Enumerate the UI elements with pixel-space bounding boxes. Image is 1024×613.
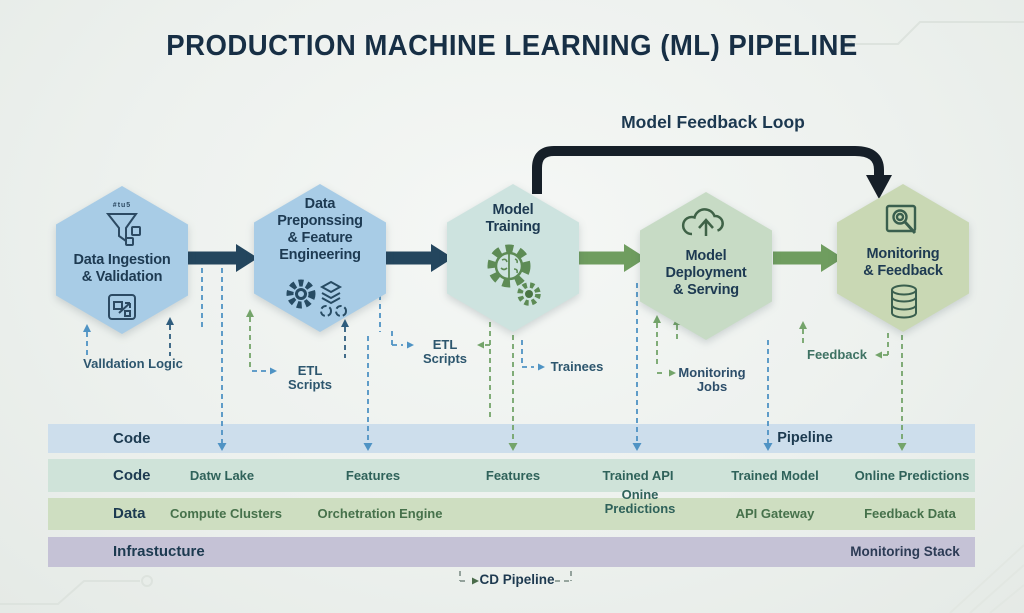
band-header: Infrastucture — [113, 543, 205, 560]
stage-title: Monitoring & Feedback — [863, 246, 943, 280]
sync-icons — [320, 305, 347, 317]
cell-orchestration-engine: Orchetration Engine — [317, 506, 443, 521]
callout-etl-scripts-1: ETL Scripts — [287, 363, 333, 393]
callout-trainees: Trainees — [550, 359, 604, 374]
database-icon — [891, 284, 917, 319]
band-code-artifacts: Code Datw Lake Features Features Trained… — [48, 459, 975, 492]
cell-feedback-data: Feedback Data — [864, 506, 956, 521]
dashed-arrowheads — [83, 309, 907, 585]
band-code-pipeline: Code Pipeline — [48, 424, 975, 453]
cell-features-1: Features — [345, 468, 401, 483]
callout-monitoring-jobs: Monitoring Jobs — [678, 365, 746, 395]
callout-validation-logic: Valldation Logic — [83, 356, 183, 371]
gear-layers-icon — [286, 279, 347, 317]
page-title: PRODUCTION MACHINE LEARNING (ML) PIPELIN… — [166, 30, 858, 62]
circuit-trace-decor — [0, 21, 1024, 613]
cell-api-gateway: API Gateway — [735, 506, 815, 521]
pipeline-label: Pipeline — [777, 430, 833, 446]
callout-etl-scripts-2: ETL Scripts — [422, 337, 468, 367]
cell-trained-model: Trained Model — [731, 468, 819, 483]
band-header: Data — [113, 505, 146, 522]
stage-model-training: Model Training — [447, 184, 579, 332]
funnel-icon — [105, 213, 141, 246]
funnel-icon-caption: #tu5 — [112, 202, 132, 209]
stage-data-preprocessing: Data Preponssing & Feature Engineering — [254, 184, 386, 332]
arrow-preprocessing-to-training — [386, 244, 453, 272]
callout-cd-pipeline: CD Pipeline — [479, 572, 555, 587]
cloud-upload-icon — [681, 208, 724, 236]
cell-compute-clusters: Compute Clusters — [170, 506, 282, 521]
brain-gear-icon — [487, 244, 541, 306]
stage-data-ingestion: #tu5 Data Ingestion & Validation — [56, 186, 188, 334]
cell-online-predictions-straddle: Onine Predictions — [604, 487, 676, 516]
stage-title: Model Training — [485, 202, 541, 236]
arrow-deployment-to-monitoring — [773, 244, 843, 272]
stage-monitoring-feedback: Monitoring & Feedback — [837, 184, 969, 332]
model-feedback-loop-arrow — [532, 146, 892, 199]
band-header: Code — [113, 430, 151, 447]
gear-icon — [286, 279, 316, 309]
band-infrastructure: Infrastucture Monitoring Stack — [48, 537, 975, 567]
stage-title: Model Deployment & Serving — [665, 248, 747, 299]
dashed-artifact-lines — [86, 268, 903, 582]
feedback-loop-label: Model Feedback Loop — [621, 112, 805, 132]
doc-search-icon — [885, 204, 917, 235]
cell-features-2: Features — [485, 468, 541, 483]
band-data: Data Compute Clusters Orchetration Engin… — [48, 498, 975, 530]
arrow-training-to-deployment — [579, 244, 646, 272]
small-gear-icon — [517, 282, 541, 306]
arrow-ingestion-to-preprocessing — [186, 244, 258, 272]
stage-title: Data Ingestion & Validation — [73, 252, 171, 286]
export-box-icon — [108, 294, 136, 320]
cell-monitoring-stack: Monitoring Stack — [850, 544, 960, 559]
band-header: Code — [113, 467, 151, 484]
stage-title: Data Preponssing & Feature Engineering — [277, 196, 363, 264]
cell-data-lake: Datw Lake — [189, 468, 255, 483]
stage-model-deployment: Model Deployment & Serving — [640, 192, 772, 340]
cell-online-predictions: Online Predictions — [854, 468, 970, 483]
layers-icon — [319, 280, 343, 305]
callout-feedback: Feedback — [807, 347, 867, 362]
cell-trained-api: Trained API — [602, 468, 674, 483]
